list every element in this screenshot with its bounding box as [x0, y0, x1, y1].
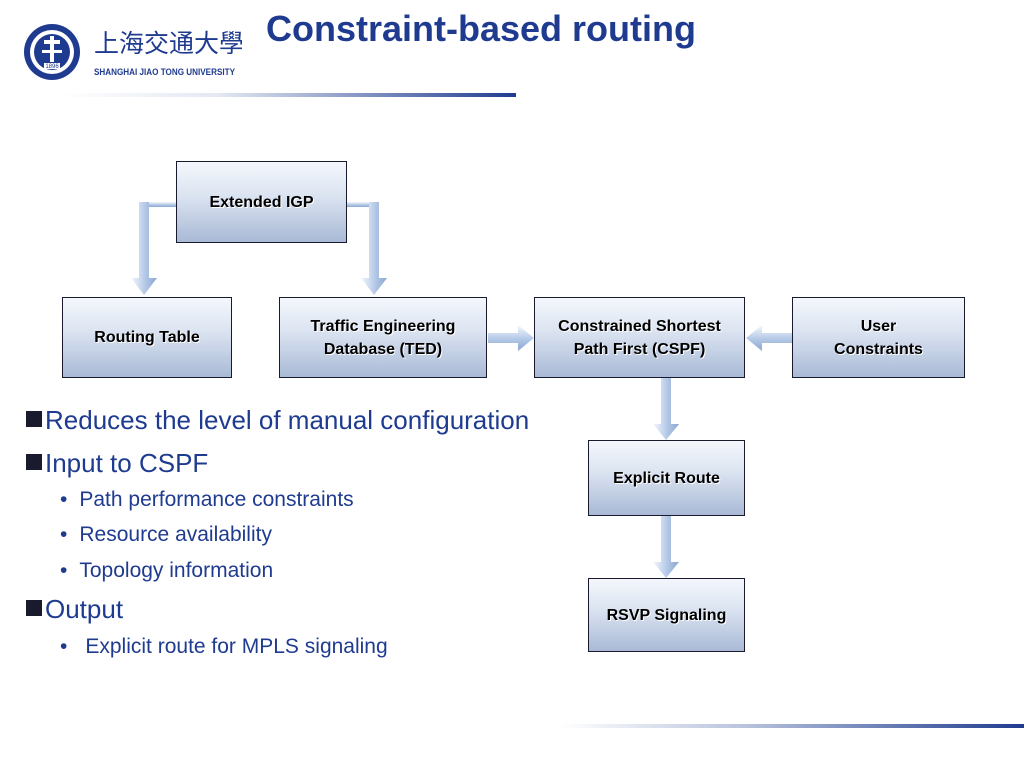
sub-bullet-topology-information: • Topology information — [60, 559, 273, 583]
arrow-ted-to-cspf — [488, 325, 534, 351]
node-user-constraints-line2: Constraints — [834, 340, 923, 358]
node-explicit-route: Explicit Route — [588, 440, 745, 516]
bullet-text: Input to CSPF — [45, 448, 209, 478]
sub-bullet-text: Path performance constraints — [79, 488, 354, 511]
sub-bullet-text: Topology information — [79, 559, 274, 582]
sub-bullet-resource-availability: • Resource availability — [60, 523, 272, 547]
bullet-text: Reduces the level of manual configuratio… — [45, 405, 530, 435]
node-routing-table: Routing Table — [62, 297, 232, 378]
dot-bullet-icon: • — [60, 559, 68, 582]
arrow-explicit-route-to-rsvp — [653, 516, 679, 578]
arrow-cspf-to-explicit-route — [653, 378, 679, 440]
node-rsvp-signaling-label: RSVP Signaling — [606, 606, 727, 624]
footer-divider — [560, 724, 1024, 728]
square-bullet-icon — [26, 454, 42, 470]
node-routing-table-label: Routing Table — [94, 329, 200, 346]
slide-title: Constraint-based routing — [266, 8, 696, 49]
node-cspf-label-line1: Constrained Shortest — [558, 317, 721, 335]
node-cspf: Constrained Shortest Path First (CSPF) — [534, 297, 745, 378]
node-ted: Traffic Engineering Database (TED) — [279, 297, 487, 378]
bullet-text: Output — [45, 594, 124, 624]
title-divider — [60, 93, 516, 97]
bullet-output: Output — [26, 594, 123, 625]
node-extended-igp-label: Extended IGP — [209, 193, 314, 211]
bullet-input-to-cspf: Input to CSPF — [26, 448, 208, 479]
dot-bullet-icon: • — [60, 488, 68, 511]
sub-bullet-text: Resource availability — [79, 523, 272, 546]
university-emblem-icon: 1896 上海交通大學 SHANGHAI JIAO TONG UNIVERSIT… — [24, 24, 244, 80]
arrow-igp-to-routing-table — [131, 202, 176, 295]
square-bullet-icon — [26, 600, 42, 616]
dot-bullet-icon: • — [60, 635, 68, 658]
node-rsvp-signaling: RSVP Signaling — [588, 578, 745, 652]
node-user-constraints: User Constraints — [792, 297, 965, 378]
square-bullet-icon — [26, 411, 42, 427]
dot-bullet-icon: • — [60, 523, 68, 546]
sub-bullet-path-performance: • Path performance constraints — [60, 488, 354, 512]
sub-bullet-text: Explicit route for MPLS signaling — [85, 635, 388, 658]
node-ted-label-line2: Database (TED) — [323, 340, 443, 358]
logo-english-name: SHANGHAI JIAO TONG UNIVERSITY — [94, 67, 235, 77]
logo-chinese-name: 上海交通大學 — [94, 29, 242, 58]
node-cspf-label-line2: Path First (CSPF) — [573, 340, 706, 358]
node-extended-igp: Extended IGP — [176, 161, 347, 243]
node-ted-label-line1: Traffic Engineering — [310, 317, 456, 335]
bullet-reduces-config: Reduces the level of manual configuratio… — [26, 405, 529, 436]
arrow-igp-to-ted — [346, 202, 387, 295]
emblem-year: 1896 — [45, 64, 59, 70]
arrow-user-constraints-to-cspf — [746, 325, 792, 351]
node-explicit-route-label: Explicit Route — [613, 469, 720, 487]
node-user-constraints-line1: User — [860, 317, 897, 335]
sub-bullet-explicit-route-mpls: • Explicit route for MPLS signaling — [60, 635, 388, 659]
university-logo: 1896 上海交通大學 SHANGHAI JIAO TONG UNIVERSIT… — [22, 22, 244, 82]
